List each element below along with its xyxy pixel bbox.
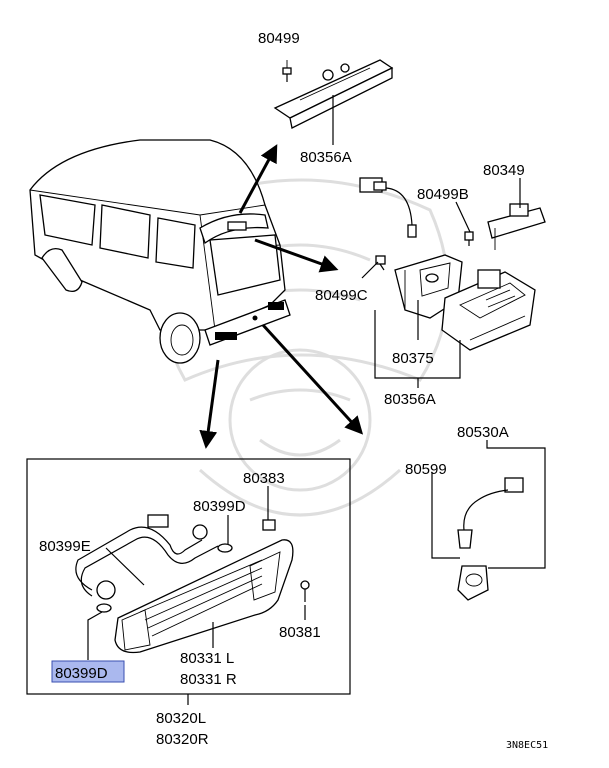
label-80499C[interactable]: 80499C (315, 287, 368, 304)
side-lamp-socket-80530A (457, 477, 524, 601)
label-80399D-upper[interactable]: 80399D (193, 498, 246, 515)
label-80499B[interactable]: 80499B (417, 186, 469, 203)
license-lamp-lens (441, 269, 536, 351)
label-80320L[interactable]: 80320L (156, 710, 206, 727)
label-80530A[interactable]: 80530A (457, 424, 509, 441)
bracket-80530A (486, 440, 546, 569)
arrow-to-side-lamp (261, 323, 364, 435)
bracket-80599 (431, 472, 460, 559)
leader-80399E (105, 547, 145, 586)
high-mount-stop-lamp (273, 59, 394, 129)
arrow-to-high-stop-lamp (238, 144, 278, 214)
leader-80499C (361, 261, 379, 279)
label-80356A-mid[interactable]: 80356A (384, 391, 436, 408)
screw-80499C (375, 255, 386, 271)
bulb-80399D (96, 543, 233, 613)
label-80381[interactable]: 80381 (279, 624, 321, 641)
label-80399D-highlighted[interactable]: 80399D (55, 665, 108, 682)
label-80599[interactable]: 80599 (405, 461, 447, 478)
label-80331R[interactable]: 80331 R (180, 671, 237, 688)
screw-80499B (464, 231, 474, 246)
bracket-80349 (487, 203, 546, 250)
screw-80499 (282, 67, 292, 82)
leader-80499B (455, 201, 471, 233)
label-80320R[interactable]: 80320R (156, 731, 209, 748)
wiring-harness (75, 514, 219, 600)
selected-part-highlight[interactable] (51, 660, 125, 683)
label-80399E[interactable]: 80399E (39, 538, 91, 555)
label-80383[interactable]: 80383 (243, 470, 285, 487)
leader-80399D-lower (87, 611, 103, 660)
label-80349[interactable]: 80349 (483, 162, 525, 179)
label-80331L[interactable]: 80331 L (180, 650, 234, 667)
license-lamp-connector (359, 177, 417, 238)
screw-80381 (300, 580, 310, 602)
front-turn-signal-lamp (114, 539, 294, 654)
arrow-to-front-lamp (199, 359, 220, 449)
van-body (29, 139, 291, 364)
clip-80383 (262, 519, 276, 531)
arrow-to-license-lamp (254, 238, 339, 273)
label-80375[interactable]: 80375 (392, 350, 434, 367)
label-80356A-top[interactable]: 80356A (300, 149, 352, 166)
label-80499[interactable]: 80499 (258, 30, 300, 47)
diagram-code: 3N8EC51 (506, 740, 548, 751)
